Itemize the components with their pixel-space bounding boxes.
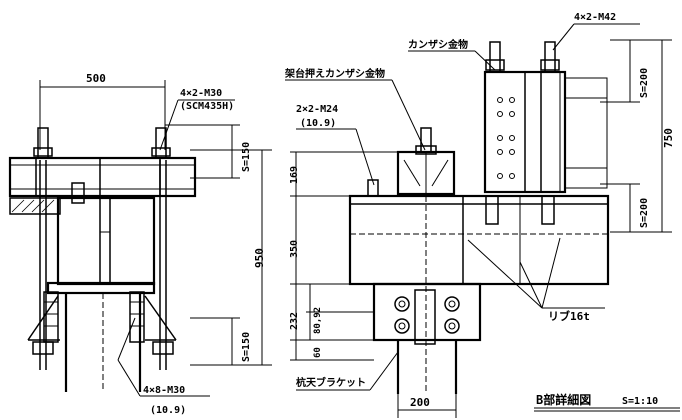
label-kadai-kanzashi: 架台押えカンザシ金物	[284, 67, 385, 80]
dim-s200-bottom: S=200	[639, 198, 650, 228]
bolt-grade-m24: (10.9)	[300, 118, 336, 129]
label-kanzashi: カンザシ金物	[408, 38, 468, 51]
dim-950: 950	[253, 248, 266, 268]
dim-350: 350	[289, 240, 300, 258]
bolt-spec-bottom: 4×8-M30	[143, 385, 185, 396]
dim-500: 500	[86, 72, 106, 85]
left-elevation-view: 500 4×2-M30 (SCM435H) S=150	[8, 72, 272, 416]
bolt-spec-top: 4×2-M30	[180, 88, 222, 99]
drawing-scale: S=1:10	[622, 396, 658, 407]
top-bolts-left	[33, 127, 171, 159]
right-elevation-view: カンザシ金物 架台押えカンザシ金物 4×2-M42 2×2-M24 (10.9)	[284, 12, 680, 418]
dim-s150-bottom: S=150	[241, 332, 252, 362]
dim-232: 232	[289, 312, 300, 330]
drawing-title: B部詳細図	[536, 392, 591, 407]
bolt-hole-pattern	[497, 97, 515, 179]
dim-750: 750	[662, 128, 675, 148]
bolt-grade-bottom: (10.9)	[150, 405, 186, 416]
label-pile-bracket: 杭天ブラケット	[296, 376, 366, 389]
label-rib-16t: リブ16t	[548, 309, 590, 323]
dim-80-92: 80,92	[313, 307, 323, 334]
bolt-material-top: (SCM435H)	[180, 101, 234, 112]
dim-s150-top: S=150	[241, 142, 252, 172]
dim-200: 200	[410, 396, 430, 409]
bolt-spec-m42: 4×2-M42	[574, 12, 616, 23]
lower-bolt-cluster	[32, 291, 174, 355]
dim-169: 169	[289, 166, 300, 184]
bracket-bolts	[394, 296, 460, 334]
dim-60: 60	[313, 347, 323, 358]
bolt-spec-m24: 2×2-M24	[296, 104, 338, 115]
hatch-left	[11, 199, 55, 213]
dim-s200-top: S=200	[639, 68, 650, 98]
